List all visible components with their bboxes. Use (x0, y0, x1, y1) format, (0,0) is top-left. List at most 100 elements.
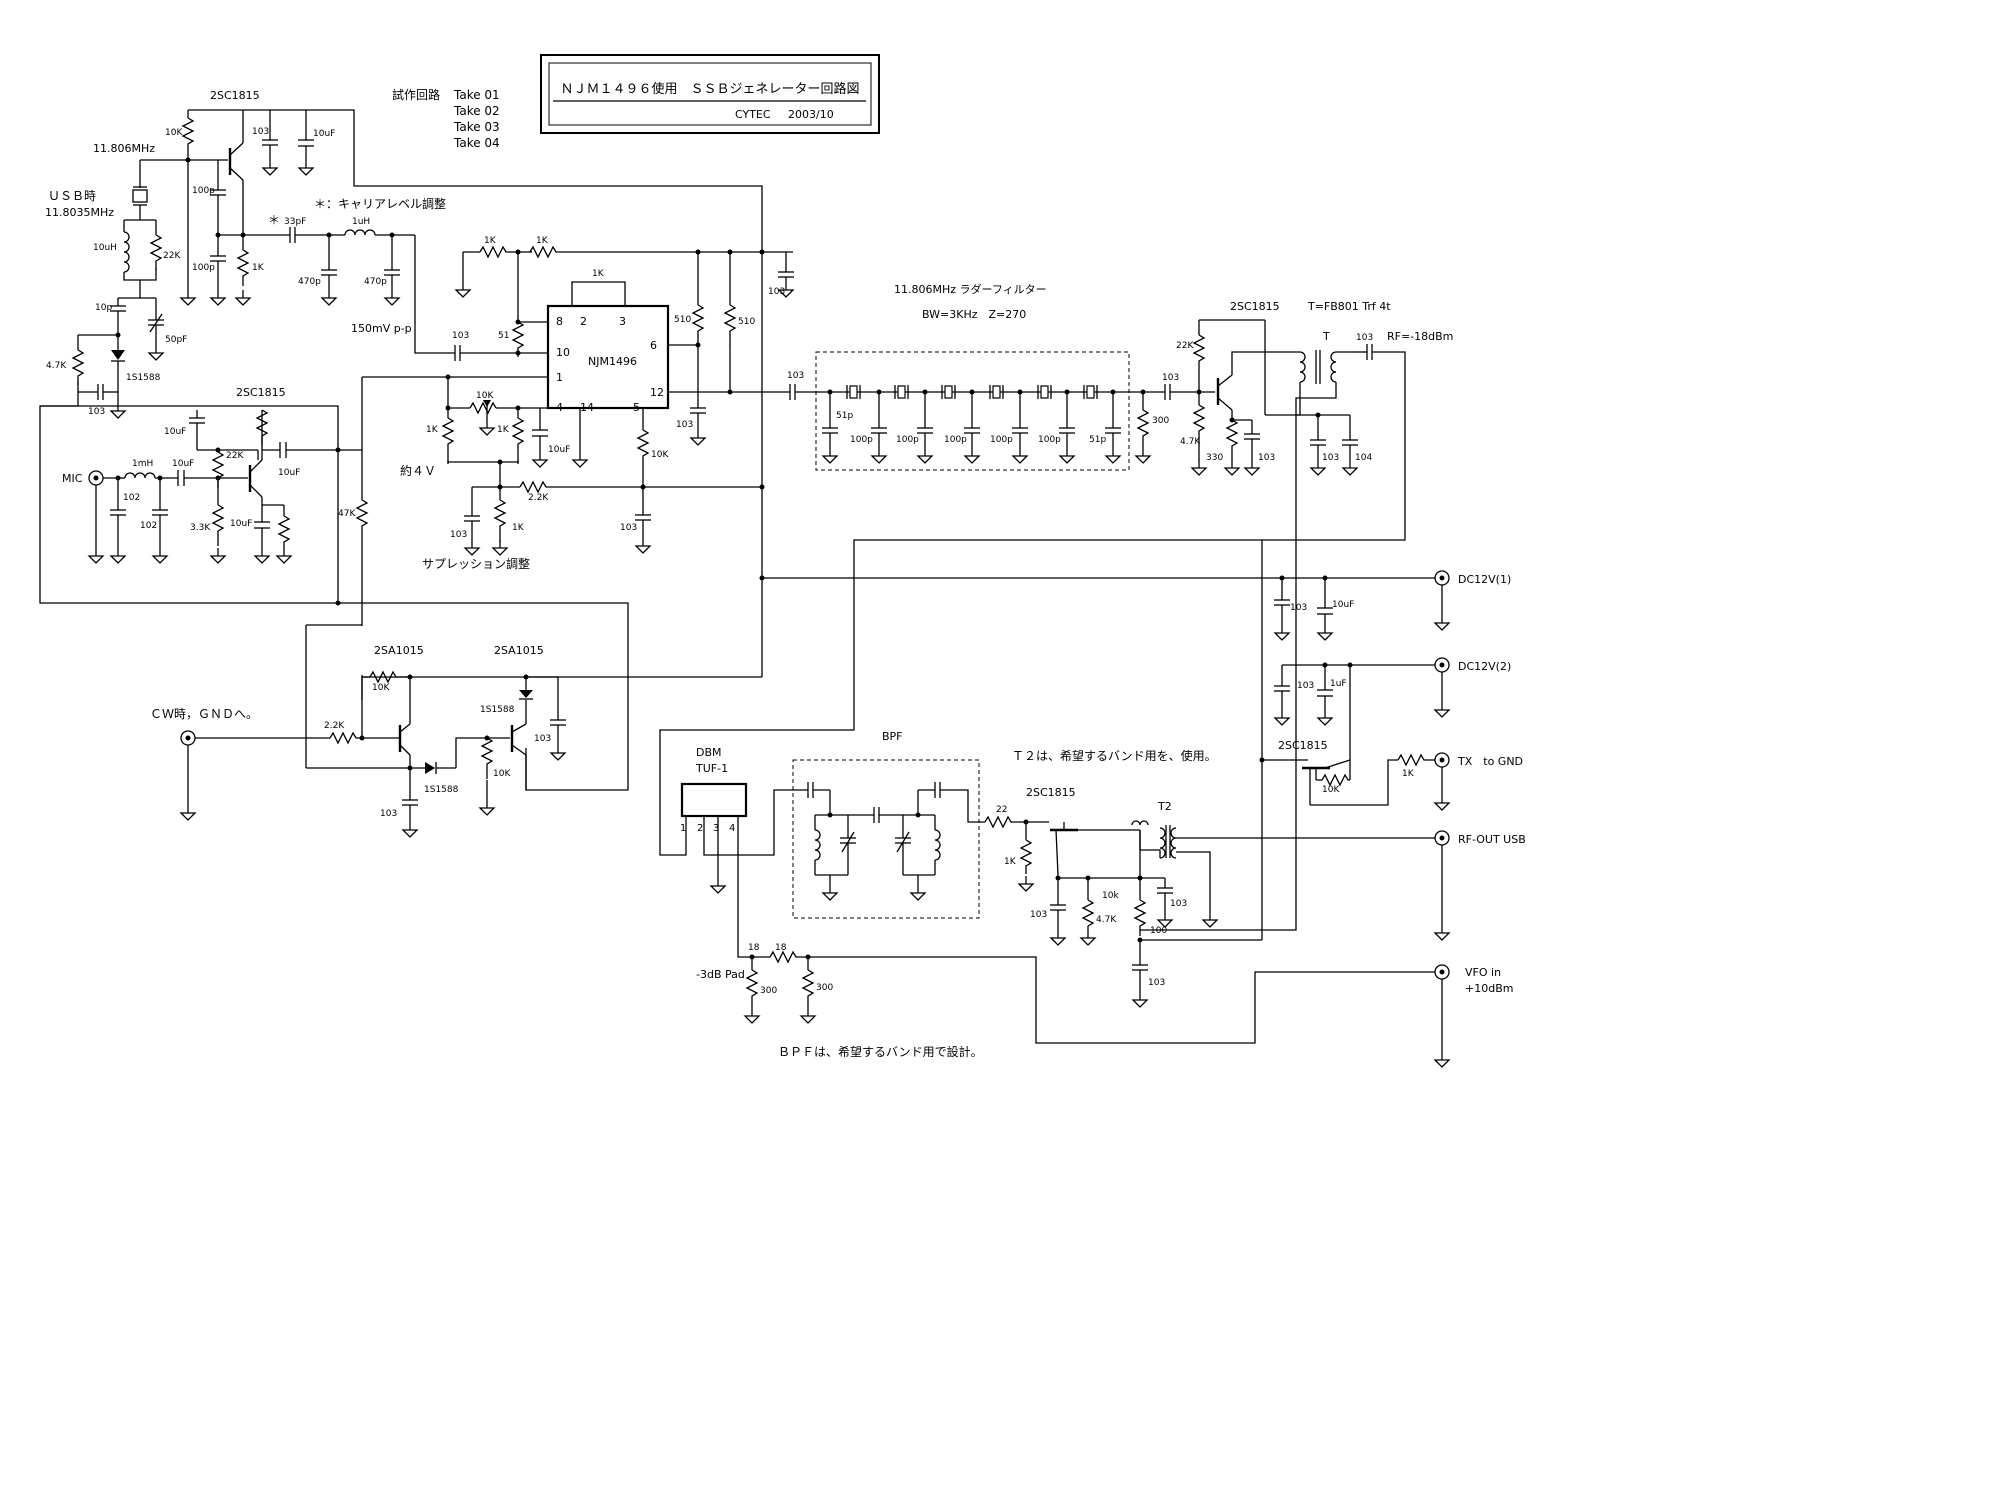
ladder-shunt-caps (822, 389, 1121, 464)
svg-text:10uF: 10uF (278, 468, 300, 478)
svg-text:103: 103 (676, 420, 693, 430)
ic-part: NJM1496 (588, 355, 637, 368)
svg-text:1: 1 (556, 371, 563, 384)
take-04: Take 04 (453, 136, 500, 150)
rf-out-label: RF-OUT USB (1458, 833, 1526, 846)
svg-text:6: 6 (650, 339, 657, 352)
svg-text:100p: 100p (192, 263, 215, 273)
svg-text:103: 103 (1148, 978, 1165, 988)
svg-text:DBM: DBM (696, 746, 722, 759)
svg-text:1K: 1K (512, 523, 525, 533)
double-balanced-mixer: DBM TUF-1 1 2 3 4 18 (680, 746, 808, 958)
vfo-input-pad: -3dB Pad 18 300 300 VFO in +10dBm ＢＰＦは、希… (696, 943, 1513, 1068)
svg-text:10uF: 10uF (313, 129, 335, 139)
svg-text:10K: 10K (1322, 785, 1340, 795)
filter-amplifier: 2SC1815 T=FB801 Trf 4t 103 22K 4.7K 330 … (659, 300, 1453, 931)
svg-text:10: 10 (556, 346, 570, 359)
transformer-spec: T=FB801 Trf 4t (1307, 300, 1391, 313)
svg-text:22K: 22K (163, 251, 181, 261)
svg-text:2SC1815: 2SC1815 (1278, 739, 1328, 752)
svg-text:47K: 47K (338, 509, 356, 519)
svg-text:22K: 22K (226, 451, 244, 461)
bpf-box (792, 759, 980, 919)
take-03: Take 03 (453, 120, 500, 134)
cw-mode-note: ＣＷ時，ＧＮＤへ。 (150, 707, 258, 721)
svg-text:103: 103 (787, 371, 804, 381)
crystal (132, 189, 148, 203)
svg-text:1K: 1K (484, 236, 497, 246)
svg-text:1mH: 1mH (132, 459, 153, 469)
svg-text:300: 300 (1152, 416, 1169, 426)
svg-text:4.7K: 4.7K (1180, 437, 1201, 447)
ssb-generator-schematic: ＮＪＭ１４９６使用 ＳＳＢジェネレーター回路図 CYTEC 2003/10 試作… (39, 54, 1526, 1068)
svg-text:10uF: 10uF (172, 459, 194, 469)
carrier-oscillator: 2SC1815 10K 1K 103 10uF 100p (39, 89, 763, 791)
svg-text:4: 4 (729, 823, 735, 834)
svg-text:2SC1815: 2SC1815 (1230, 300, 1280, 313)
varactor-diode (111, 350, 125, 360)
svg-text:10K: 10K (476, 391, 494, 401)
svg-text:3: 3 (713, 823, 719, 834)
svg-text:103: 103 (768, 287, 785, 297)
ladder-spec: BW=3KHz Z=270 (922, 308, 1026, 321)
svg-text:T: T (1322, 330, 1330, 343)
svg-text:3.3K: 3.3K (190, 523, 211, 533)
voltage-note: 約４Ｖ (400, 463, 436, 478)
cw-keying: 2SA1015 2SA1015 10K ＣＷ時，ＧＮＤへ。 2.2K 1S158… (150, 624, 566, 838)
level-note: 150mV p-p (351, 322, 412, 335)
svg-text:100p: 100p (990, 435, 1013, 445)
svg-text:300: 300 (760, 986, 777, 996)
dbm-module (680, 782, 748, 818)
svg-text:10uF: 10uF (164, 427, 186, 437)
svg-text:1K: 1K (592, 269, 605, 279)
power-inputs: DC12V(1) 103 10uF DC12V(2) 103 1uF (1274, 570, 1511, 760)
svg-text:103: 103 (252, 127, 269, 137)
mic-amplifier: 2SC1815 10uF 22K 10uF 47K MIC (40, 386, 369, 626)
svg-text:TUF-1: TUF-1 (695, 762, 728, 775)
svg-text:1K: 1K (426, 425, 439, 435)
svg-text:104: 104 (1355, 453, 1372, 463)
rf-level: RF=-18dBm (1387, 330, 1453, 343)
svg-text:18: 18 (775, 943, 787, 953)
svg-text:100p: 100p (896, 435, 919, 445)
usb-mode: ＵＳＢ時 (48, 189, 96, 203)
svg-text:10uF: 10uF (230, 519, 252, 529)
svg-text:470p: 470p (364, 277, 387, 287)
ladder-filter: 11.806MHz ラダーフィルター BW=3KHz Z=270 103 (787, 282, 1169, 471)
trial-notes: 試作回路 Take 01 Take 02 Take 03 Take 04 (392, 87, 500, 150)
take-02: Take 02 (453, 104, 500, 118)
bpf-note: ＢＰＦは、希望するバンド用で設計。 (778, 1044, 983, 1059)
svg-text:14: 14 (580, 401, 594, 414)
svg-text:10uF: 10uF (1332, 600, 1354, 610)
vfo-in-label: VFO in (1465, 966, 1501, 979)
svg-text:100p: 100p (944, 435, 967, 445)
svg-text:22: 22 (996, 805, 1007, 815)
balanced-modulator: NJM1496 8 2 3 10 6 1 12 4 14 5 1K 1K 1K … (361, 236, 1438, 700)
svg-text:51p: 51p (836, 411, 853, 421)
take-01: Take 01 (453, 88, 500, 102)
vfo-level: +10dBm (1465, 982, 1513, 995)
tx-gnd-label: TX to GND (1457, 755, 1523, 768)
svg-text:22K: 22K (1176, 341, 1194, 351)
svg-text:10K: 10K (372, 683, 390, 693)
title-block: ＮＪＭ１４９６使用 ＳＳＢジェネレーター回路図 CYTEC 2003/10 (540, 54, 880, 134)
svg-text:10K: 10K (493, 769, 511, 779)
svg-text:510: 510 (738, 317, 755, 327)
svg-text:2SA1015: 2SA1015 (494, 644, 544, 657)
svg-text:10uH: 10uH (93, 243, 117, 253)
svg-text:2.2K: 2.2K (324, 721, 345, 731)
mic-port-label: MIC (62, 472, 83, 485)
svg-text:103: 103 (1162, 373, 1179, 383)
svg-text:1S1588: 1S1588 (126, 373, 161, 383)
trial-label: 試作回路 (392, 87, 440, 102)
svg-text:51p: 51p (1089, 435, 1106, 445)
svg-text:2: 2 (697, 823, 703, 834)
svg-text:18: 18 (748, 943, 760, 953)
svg-text:10K: 10K (651, 450, 669, 460)
final-amplifier: 2SC1815 Ｔ２は、希望するバンド用を、使用。 1K 103 10k 4.7… (1004, 748, 1526, 1008)
svg-text:103: 103 (1322, 453, 1339, 463)
svg-text:103: 103 (450, 530, 467, 540)
svg-text:103: 103 (1170, 899, 1187, 909)
svg-text:103: 103 (534, 734, 551, 744)
carrier-filter: ＊ 33pF 1uH 470p 470p ＊：キャリアレベル調整 150mV p… (268, 196, 548, 361)
